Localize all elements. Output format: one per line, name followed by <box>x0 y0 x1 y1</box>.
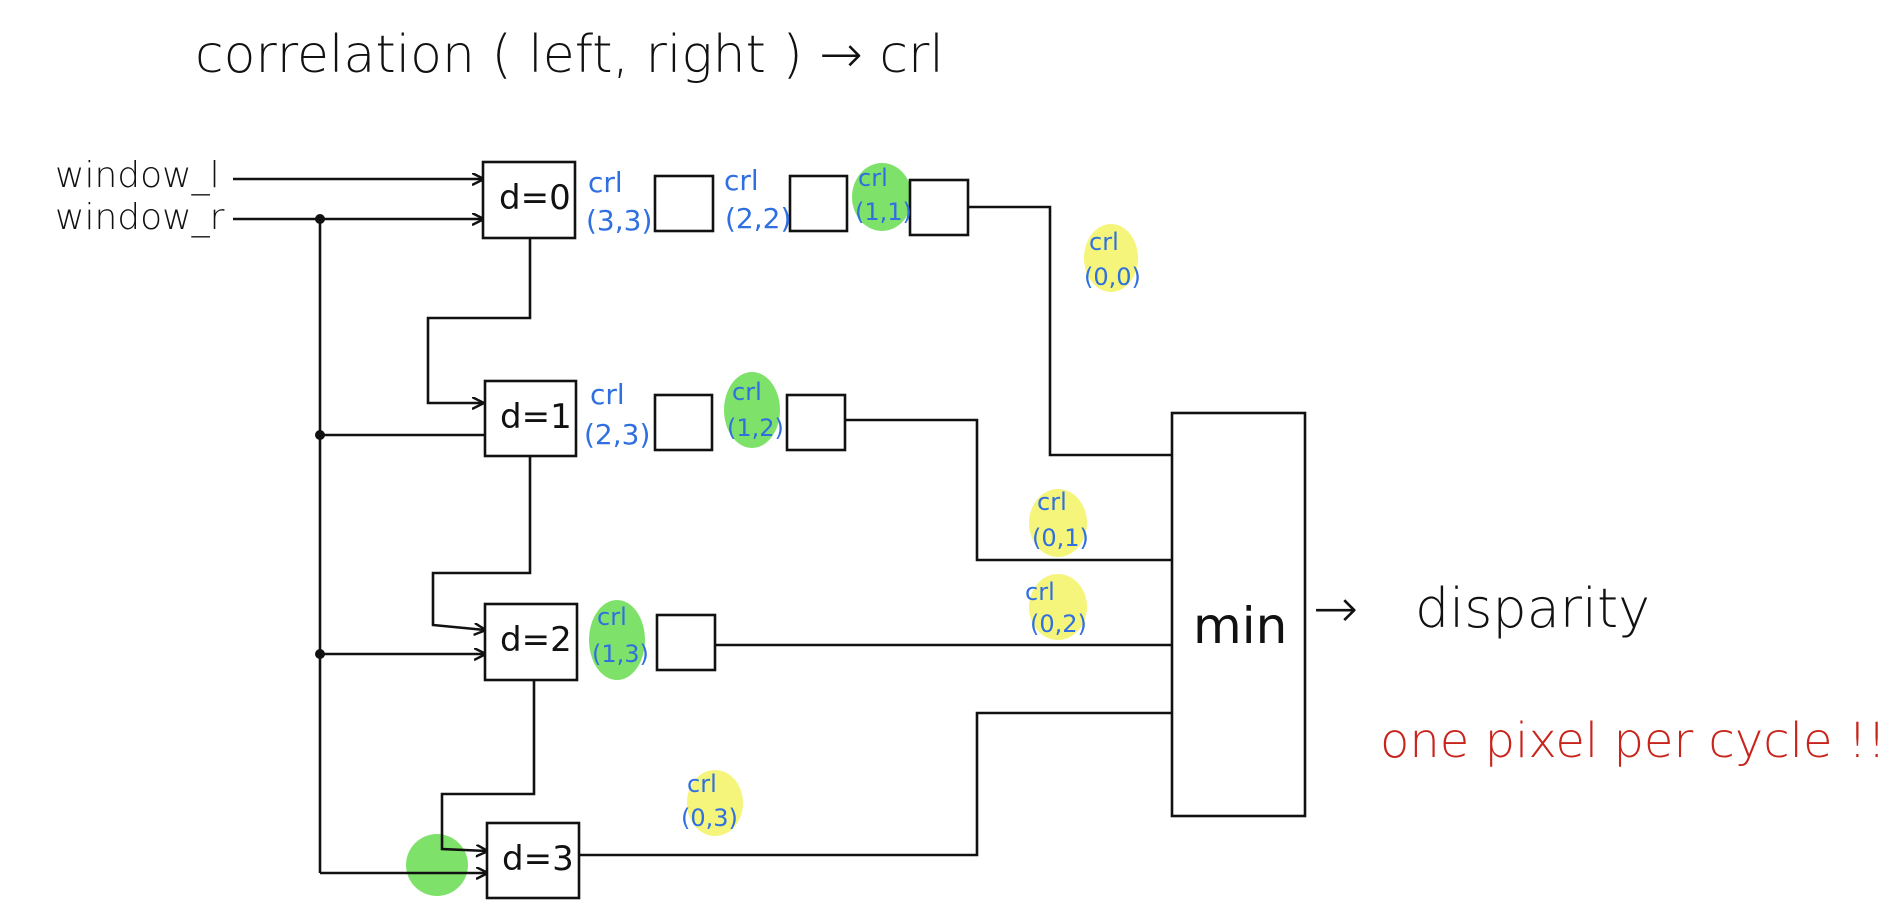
crl-1-3-word: crl <box>597 603 627 631</box>
block-min <box>1170 411 1307 818</box>
register-d0-1 <box>653 174 715 233</box>
register-d1-2 <box>785 393 847 452</box>
highlight-yellow-crl-0-0 <box>1084 224 1138 292</box>
crl-1-3-index: (1,3) <box>592 640 649 668</box>
block-d2 <box>483 602 579 682</box>
highlight-green-d3-input <box>406 834 468 896</box>
block-d0-label: d=0 <box>499 178 571 218</box>
wire-crl-0-1-to-min <box>845 418 1172 562</box>
input-window-l: window_l <box>55 155 220 196</box>
crl-1-2-index: (1,2) <box>727 414 784 442</box>
block-d0 <box>481 160 577 240</box>
register-d2-1 <box>655 613 717 672</box>
register-d1-1 <box>653 393 714 452</box>
crl-1-1-index: (1,1) <box>855 198 912 226</box>
crl-0-0-word: crl <box>1089 228 1119 256</box>
wire-crl-0-0-to-min <box>968 205 1172 457</box>
input-window-r: window_r <box>55 197 225 238</box>
crl-3-3-index: (3,3) <box>586 204 652 237</box>
register-d0-3 <box>908 178 970 237</box>
note-one-pixel-per-cycle: one pixel per cycle !! <box>1380 713 1886 769</box>
crl-2-2-word: crl <box>724 164 759 197</box>
highlight-yellow-crl-0-2 <box>1029 574 1087 640</box>
crl-0-1-index: (0,1) <box>1032 524 1089 552</box>
highlight-green-crl-1-3 <box>589 600 645 680</box>
junction-dot-1 <box>315 214 325 224</box>
wire-d0-to-d1 <box>426 238 532 403</box>
crl-2-2-index: (2,2) <box>725 202 791 235</box>
highlight-yellow-crl-0-1 <box>1029 489 1087 557</box>
crl-0-1-word: crl <box>1037 488 1067 516</box>
block-min-label: min <box>1193 597 1287 655</box>
output-disparity-label: disparity <box>1415 577 1650 640</box>
crl-0-3-index: (0,3) <box>681 804 738 832</box>
crl-2-3-index: (2,3) <box>584 418 650 451</box>
crl-1-2-word: crl <box>732 378 762 406</box>
block-d2-label: d=2 <box>500 620 572 660</box>
block-d3 <box>485 821 581 900</box>
wire-crl-0-3-to-min <box>579 711 1172 857</box>
diagram-title: correlation ( left, right ) → crl <box>195 25 944 85</box>
wire-d1-to-d2 <box>431 456 532 630</box>
crl-2-3-word: crl <box>590 378 625 411</box>
highlight-green-crl-1-2 <box>724 372 780 448</box>
crl-3-3-word: crl <box>588 166 623 199</box>
highlight-green-crl-1-1 <box>852 163 912 231</box>
crl-0-0-index: (0,0) <box>1084 263 1141 291</box>
block-d1-label: d=1 <box>500 397 572 437</box>
register-d0-2 <box>788 174 849 233</box>
crl-0-2-index: (0,2) <box>1030 610 1087 638</box>
block-d3-label: d=3 <box>502 839 574 879</box>
crl-0-2-word: crl <box>1025 578 1055 606</box>
crl-0-3-word: crl <box>687 770 717 798</box>
wire-d2-to-d3 <box>440 680 536 851</box>
crl-1-1-word: crl <box>858 164 888 192</box>
block-d1 <box>483 379 578 458</box>
output-arrow: → <box>1313 577 1358 640</box>
highlight-yellow-crl-0-3 <box>687 770 743 836</box>
